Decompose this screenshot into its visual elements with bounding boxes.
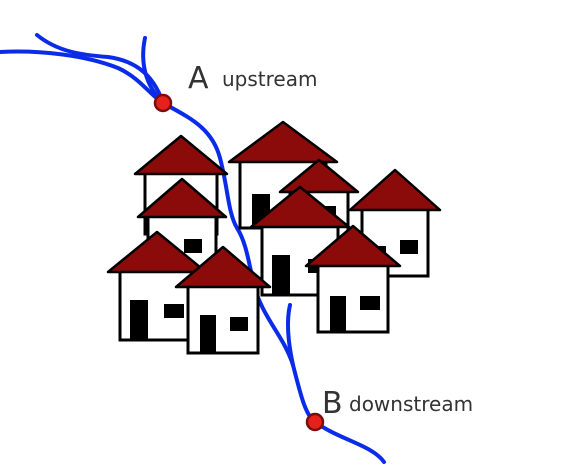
house-roof bbox=[249, 185, 351, 229]
house-roof bbox=[227, 120, 339, 164]
point-a: A upstream bbox=[153, 61, 317, 113]
house-door bbox=[272, 255, 290, 295]
house-door bbox=[330, 296, 346, 332]
point-b-label: downstream bbox=[349, 392, 473, 416]
point-b: B downstream bbox=[305, 386, 473, 432]
point-a-letter: A bbox=[188, 61, 209, 96]
house-window bbox=[164, 304, 184, 318]
house-roof bbox=[136, 177, 228, 219]
point-a-marker bbox=[153, 93, 173, 113]
house-window bbox=[400, 240, 418, 254]
house-door bbox=[130, 300, 148, 340]
river-main-channel bbox=[0, 49, 386, 464]
house-window bbox=[230, 317, 248, 331]
point-b-marker bbox=[305, 412, 325, 432]
house-roof bbox=[304, 224, 402, 268]
house-door bbox=[200, 315, 216, 353]
house-roof bbox=[278, 158, 360, 194]
house bbox=[174, 245, 272, 355]
house-window bbox=[360, 296, 380, 310]
river-tributary-upper bbox=[35, 33, 165, 105]
house-roof bbox=[133, 134, 229, 176]
house-roof bbox=[348, 168, 442, 212]
house bbox=[249, 185, 351, 297]
houses bbox=[106, 120, 442, 355]
point-a-label: upstream bbox=[222, 67, 317, 91]
point-b-letter: B bbox=[322, 386, 343, 421]
house bbox=[304, 224, 402, 334]
house-roof bbox=[174, 245, 272, 289]
river bbox=[0, 33, 386, 464]
house-window bbox=[184, 239, 202, 253]
house-roof bbox=[106, 230, 208, 274]
river-tributary-lower bbox=[285, 303, 295, 367]
